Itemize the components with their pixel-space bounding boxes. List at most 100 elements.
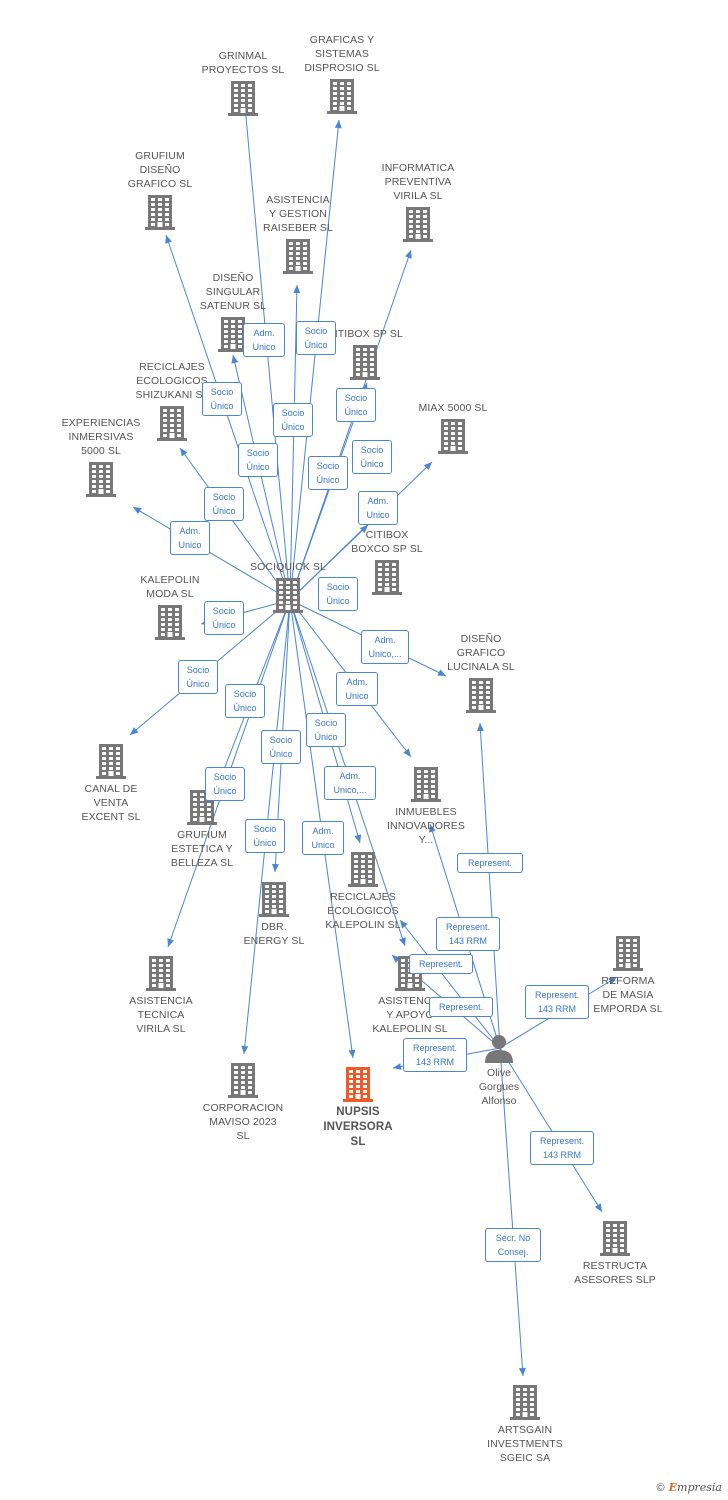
company-diseno-singular-satenur[interactable]: DISEÑO SINGULAR SATENUR SL <box>173 271 293 352</box>
company-grufium-diseno-grafico[interactable]: GRUFIUM DISEÑO GRAFICO SL <box>100 149 220 230</box>
company-label: ASISTENCIA Y GESTION RAISEBER SL <box>263 194 333 234</box>
company-asistencia-gestion-raiseber[interactable]: ASISTENCIA Y GESTION RAISEBER SL <box>238 193 358 274</box>
company-label: EXPERIENCIAS INMERSIVAS 5000 SL <box>61 417 141 457</box>
building-icon <box>259 881 289 917</box>
building-icon <box>146 955 176 991</box>
relation-label[interactable]: Represent. 143 RRM <box>436 917 500 951</box>
company-informatica-preventiva-virila[interactable]: INFORMATICA PREVENTIVA VIRILA SL <box>358 161 478 242</box>
company-label: GRAFICAS Y SISTEMAS DISPROSIO SL <box>304 34 380 74</box>
company-label: CORPORACION MAVISO 2023 SL <box>202 1102 284 1142</box>
relation-label[interactable]: Adm. Unico <box>358 491 398 525</box>
relation-label[interactable]: Socio Único <box>202 382 242 416</box>
company-label: ASISTENCIA TECNICA VIRILA SL <box>129 995 193 1035</box>
company-label: CITIBOX BOXCO SP SL <box>351 529 423 555</box>
relation-label[interactable]: Represent. 143 RRM <box>530 1131 594 1165</box>
company-label: INFORMATICA PREVENTIVA VIRILA SL <box>381 162 455 202</box>
company-label: CANAL DE VENTA EXCENT SL <box>81 783 141 823</box>
company-label: RESTRUCTA ASESORES SLP <box>574 1260 656 1286</box>
person-olive-gorgues-alfonso[interactable]: Olive Gorgues Alfonso <box>454 1032 544 1108</box>
building-icon <box>343 1066 373 1102</box>
company-grufium-estetica-belleza[interactable]: GRUFIUM ESTETICA Y BELLEZA SL <box>142 789 262 870</box>
company-reciclajes-ecologicos-kalepolin[interactable]: RECICLAJES ECOLOGICOS KALEPOLIN SL <box>303 851 423 932</box>
company-label: MIAX 5000 SL <box>418 402 488 414</box>
copyright-symbol: © <box>656 1482 665 1494</box>
company-experiencias-inmersivas[interactable]: EXPERIENCIAS INMERSIVAS 5000 SL <box>41 416 161 497</box>
company-restructa-asesores[interactable]: RESTRUCTA ASESORES SLP <box>555 1220 675 1287</box>
building-icon <box>228 80 258 116</box>
relation-label[interactable]: Socio Único <box>352 440 392 474</box>
hub-label: SOCIQUICK SL <box>250 561 326 573</box>
relation-label[interactable]: Socio Único <box>308 456 348 490</box>
company-asistencia-tecnica-virila[interactable]: ASISTENCIA TECNICA VIRILA SL <box>101 955 221 1036</box>
building-icon <box>273 577 303 613</box>
building-icon <box>372 559 402 595</box>
company-reforma-masia-emporda[interactable]: REFORMA DE MASIA EMPORDA SL <box>568 935 688 1016</box>
relation-label[interactable]: Socio Único <box>238 443 278 477</box>
company-reciclajes-ecologicos-shizukani[interactable]: RECICLAJES ECOLOGICOS SHIZUKANI SL <box>112 360 232 441</box>
relation-label[interactable]: Adm. Unico <box>336 672 378 706</box>
relation-label[interactable]: Socio Único <box>296 321 336 355</box>
company-miax-5000[interactable]: MIAX 5000 SL <box>393 401 513 454</box>
relation-label[interactable]: Adm. Unico,... <box>361 630 409 664</box>
relation-label[interactable]: Socio Único <box>336 388 376 422</box>
building-icon <box>157 405 187 441</box>
company-canal-venta-excent[interactable]: CANAL DE VENTA EXCENT SL <box>51 743 171 824</box>
relation-label[interactable]: Represent. <box>457 853 523 873</box>
company-label: INMUEBLES INNOVADORES Y... <box>387 806 465 846</box>
relation-label[interactable]: Socio Único <box>273 403 313 437</box>
building-icon <box>86 461 116 497</box>
building-icon <box>228 1062 258 1098</box>
company-corporacion-maviso-2023[interactable]: CORPORACION MAVISO 2023 SL <box>183 1062 303 1143</box>
relation-label[interactable]: Socio Único <box>318 577 358 611</box>
focus-company-nupsis-inversora[interactable]: NUPSIS INVERSORA SL <box>298 1066 418 1150</box>
empresia-footer: ©Empresia <box>657 1481 722 1494</box>
relation-label[interactable]: Represent. 143 RRM <box>403 1038 467 1072</box>
company-citibox-sp[interactable]: CITIBOX SP SL <box>305 327 425 380</box>
company-label: RECICLAJES ECOLOGICOS SHIZUKANI SL <box>135 361 209 401</box>
relation-label[interactable]: Adm. Unico,... <box>324 766 376 800</box>
company-artsgain-investments[interactable]: ARTSGAIN INVESTMENTS SGEIC SA <box>465 1384 585 1465</box>
relation-label[interactable]: Adm. Unico <box>170 521 210 555</box>
company-graficas-sistemas-disprosio[interactable]: GRAFICAS Y SISTEMAS DISPROSIO SL <box>282 33 402 114</box>
building-icon <box>96 743 126 779</box>
relation-label[interactable]: Socio Único <box>245 819 285 853</box>
relation-label[interactable]: Secr. No Consej. <box>485 1228 541 1262</box>
relation-label[interactable]: Socio Único <box>204 601 244 635</box>
relation-label[interactable]: Socio Único <box>178 660 218 694</box>
building-icon <box>613 935 643 971</box>
relation-label[interactable]: Socio Único <box>205 767 245 801</box>
building-icon <box>510 1384 540 1420</box>
relation-label[interactable]: Socio Único <box>204 487 244 521</box>
relation-label[interactable]: Socio Único <box>261 730 301 764</box>
company-citibox-boxco-sp[interactable]: CITIBOX BOXCO SP SL <box>327 528 447 595</box>
building-icon <box>327 78 357 114</box>
relation-label[interactable]: Socio Único <box>225 684 265 718</box>
relation-label[interactable]: Adm. Unico <box>243 323 285 357</box>
focus-label: NUPSIS INVERSORA SL <box>323 1106 393 1148</box>
company-label: ASISTENCIA Y APOYO KALEPOLIN SL <box>372 995 448 1035</box>
relation-label[interactable]: Represent. 143 RRM <box>525 985 589 1019</box>
relation-label[interactable]: Represent. <box>409 954 473 974</box>
company-grinmal-proyectos[interactable]: GRINMAL PROYECTOS SL <box>183 49 303 116</box>
building-icon <box>218 316 248 352</box>
company-label: KALEPOLIN MODA SL <box>140 574 200 600</box>
hub-company-sociquick[interactable]: SOCIQUICK SL <box>228 560 348 613</box>
relation-label[interactable]: Adm. Unico <box>302 821 344 855</box>
company-label: ARTSGAIN INVESTMENTS SGEIC SA <box>487 1424 563 1464</box>
company-label: REFORMA DE MASIA EMPORDA SL <box>593 975 663 1015</box>
company-label: CITIBOX SP SL <box>327 328 403 340</box>
company-diseno-grafico-lucinala[interactable]: DISEÑO GRAFICO LUCINALA SL <box>421 632 541 713</box>
building-icon <box>155 604 185 640</box>
relation-label[interactable]: Represent. <box>429 997 493 1017</box>
relation-label[interactable]: Socio Único <box>306 713 346 747</box>
person-label: Olive Gorgues Alfonso <box>478 1067 520 1107</box>
company-kalepolin-moda[interactable]: KALEPOLIN MODA SL <box>110 573 230 640</box>
building-icon <box>438 418 468 454</box>
person-icon <box>485 1035 513 1063</box>
building-icon <box>283 238 313 274</box>
company-inmuebles-innovadores[interactable]: INMUEBLES INNOVADORES Y... <box>366 766 486 847</box>
company-label: GRINMAL PROYECTOS SL <box>201 50 285 76</box>
building-icon <box>600 1220 630 1256</box>
company-dbr-energy[interactable]: DBR. ENERGY SL <box>214 881 334 948</box>
